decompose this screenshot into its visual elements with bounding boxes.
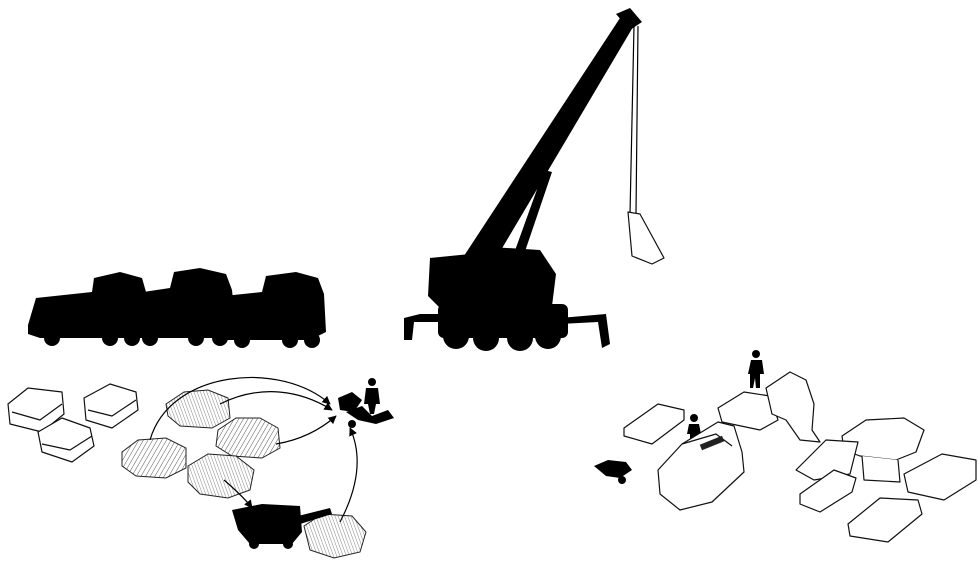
rubble-pile-4 [188,454,254,498]
stone-block-assembly [594,350,976,542]
stone-slab [624,404,684,444]
crane-icon [404,8,664,351]
wheelbarrow-icon [594,460,632,484]
stone-slab [848,498,922,542]
stone-slab [796,440,858,480]
rubble-pile-5 [304,514,366,558]
rubble-pile-2 [216,418,280,458]
flow-arrow [340,428,357,522]
rubble-pile-1 [166,390,230,428]
stone-slab-stack [8,384,138,462]
mobile-crane [404,8,664,351]
worker-wheelbarrow-icon [338,378,394,428]
inscribed-stone-block [658,422,744,510]
person-icon [748,350,764,388]
flow-arrow [276,416,336,444]
truck-convoy [28,268,326,348]
stone-processing-flow [122,378,394,558]
stone-slab [904,454,976,500]
flow-arrow [220,392,332,410]
carved-stone-block [766,372,820,442]
rubble-pile-3 [122,438,186,478]
suspended-stone-block [628,212,664,264]
